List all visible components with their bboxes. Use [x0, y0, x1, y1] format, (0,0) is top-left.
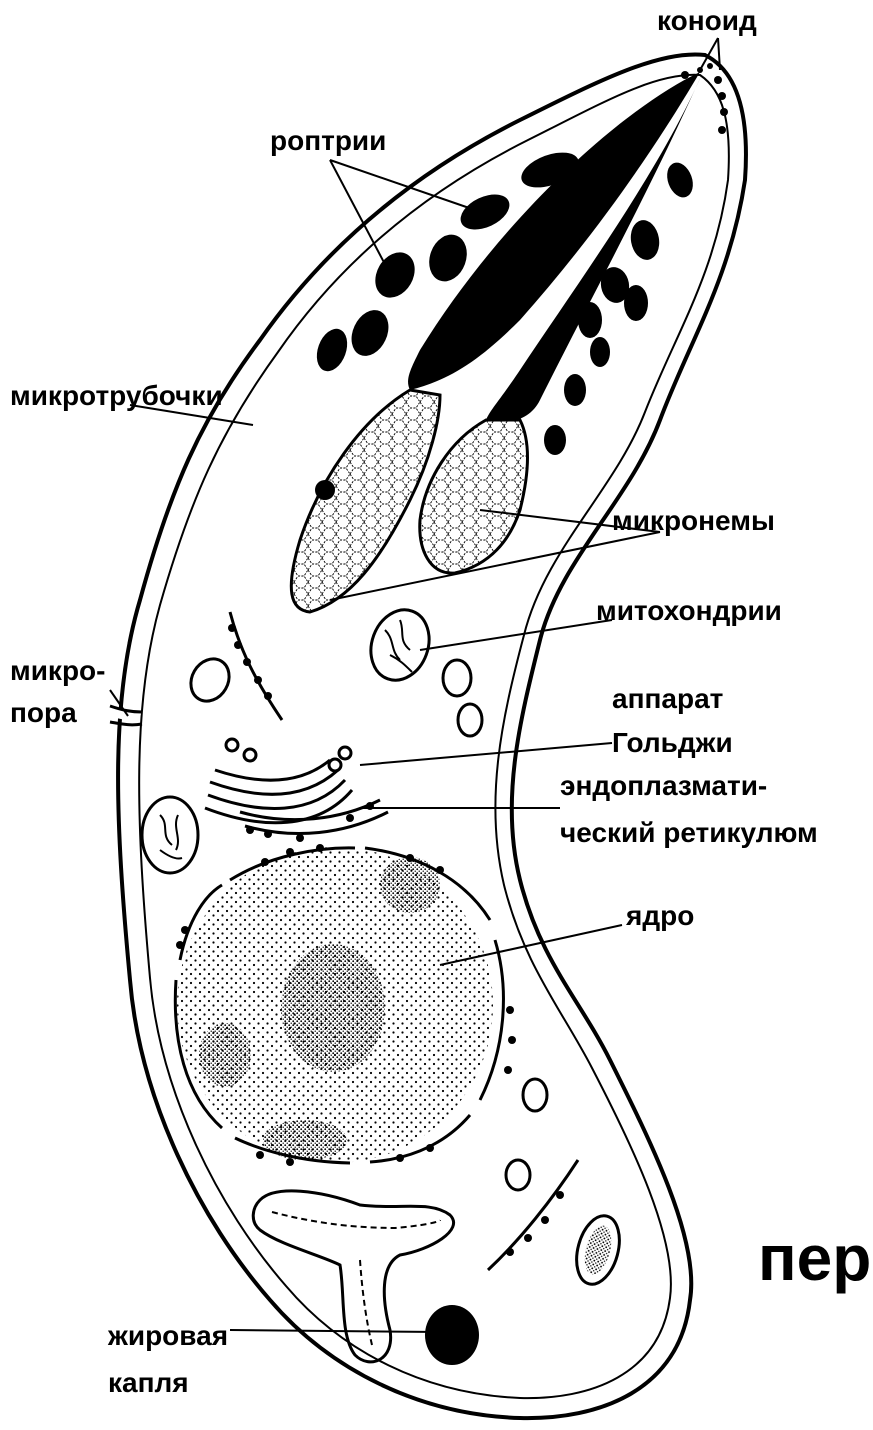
- label-lipid-line1: жировая: [107, 1320, 228, 1351]
- micropore: [110, 706, 142, 725]
- micronemes: [291, 390, 527, 612]
- label-golgi-line1: аппарат: [612, 683, 723, 714]
- label-er-line2: ческий ретикулюм: [560, 817, 818, 848]
- label-micropore-line2: пора: [10, 697, 77, 728]
- label-micronemes: микронемы: [612, 505, 775, 536]
- label-microtubules: микротрубочки: [10, 380, 223, 411]
- label-conoid: коноид: [657, 5, 757, 36]
- mitochondrion-left: [142, 797, 198, 873]
- label-mitochondria: митохондрии: [596, 595, 782, 626]
- label-micropore-line1: микро-: [10, 655, 105, 686]
- labels: коноид роптрии микротрубочки микронемы м…: [10, 5, 871, 1398]
- nucleus: [175, 844, 516, 1166]
- golgi-apparatus: [205, 739, 352, 823]
- label-golgi-line2: Гольджи: [612, 727, 733, 758]
- lipid-droplet: [425, 1305, 479, 1365]
- label-lipid-line2: капля: [108, 1367, 189, 1398]
- label-rhoptries: роптрии: [270, 125, 386, 156]
- label-er-line1: эндоплазмати-: [560, 770, 767, 801]
- label-cropped-word: пер: [758, 1222, 871, 1294]
- mitochondrion-lower: [253, 1191, 453, 1362]
- mitochondrion-upper: [361, 602, 438, 689]
- granule-lower-right: [570, 1211, 627, 1289]
- label-nucleus: ядро: [625, 900, 694, 931]
